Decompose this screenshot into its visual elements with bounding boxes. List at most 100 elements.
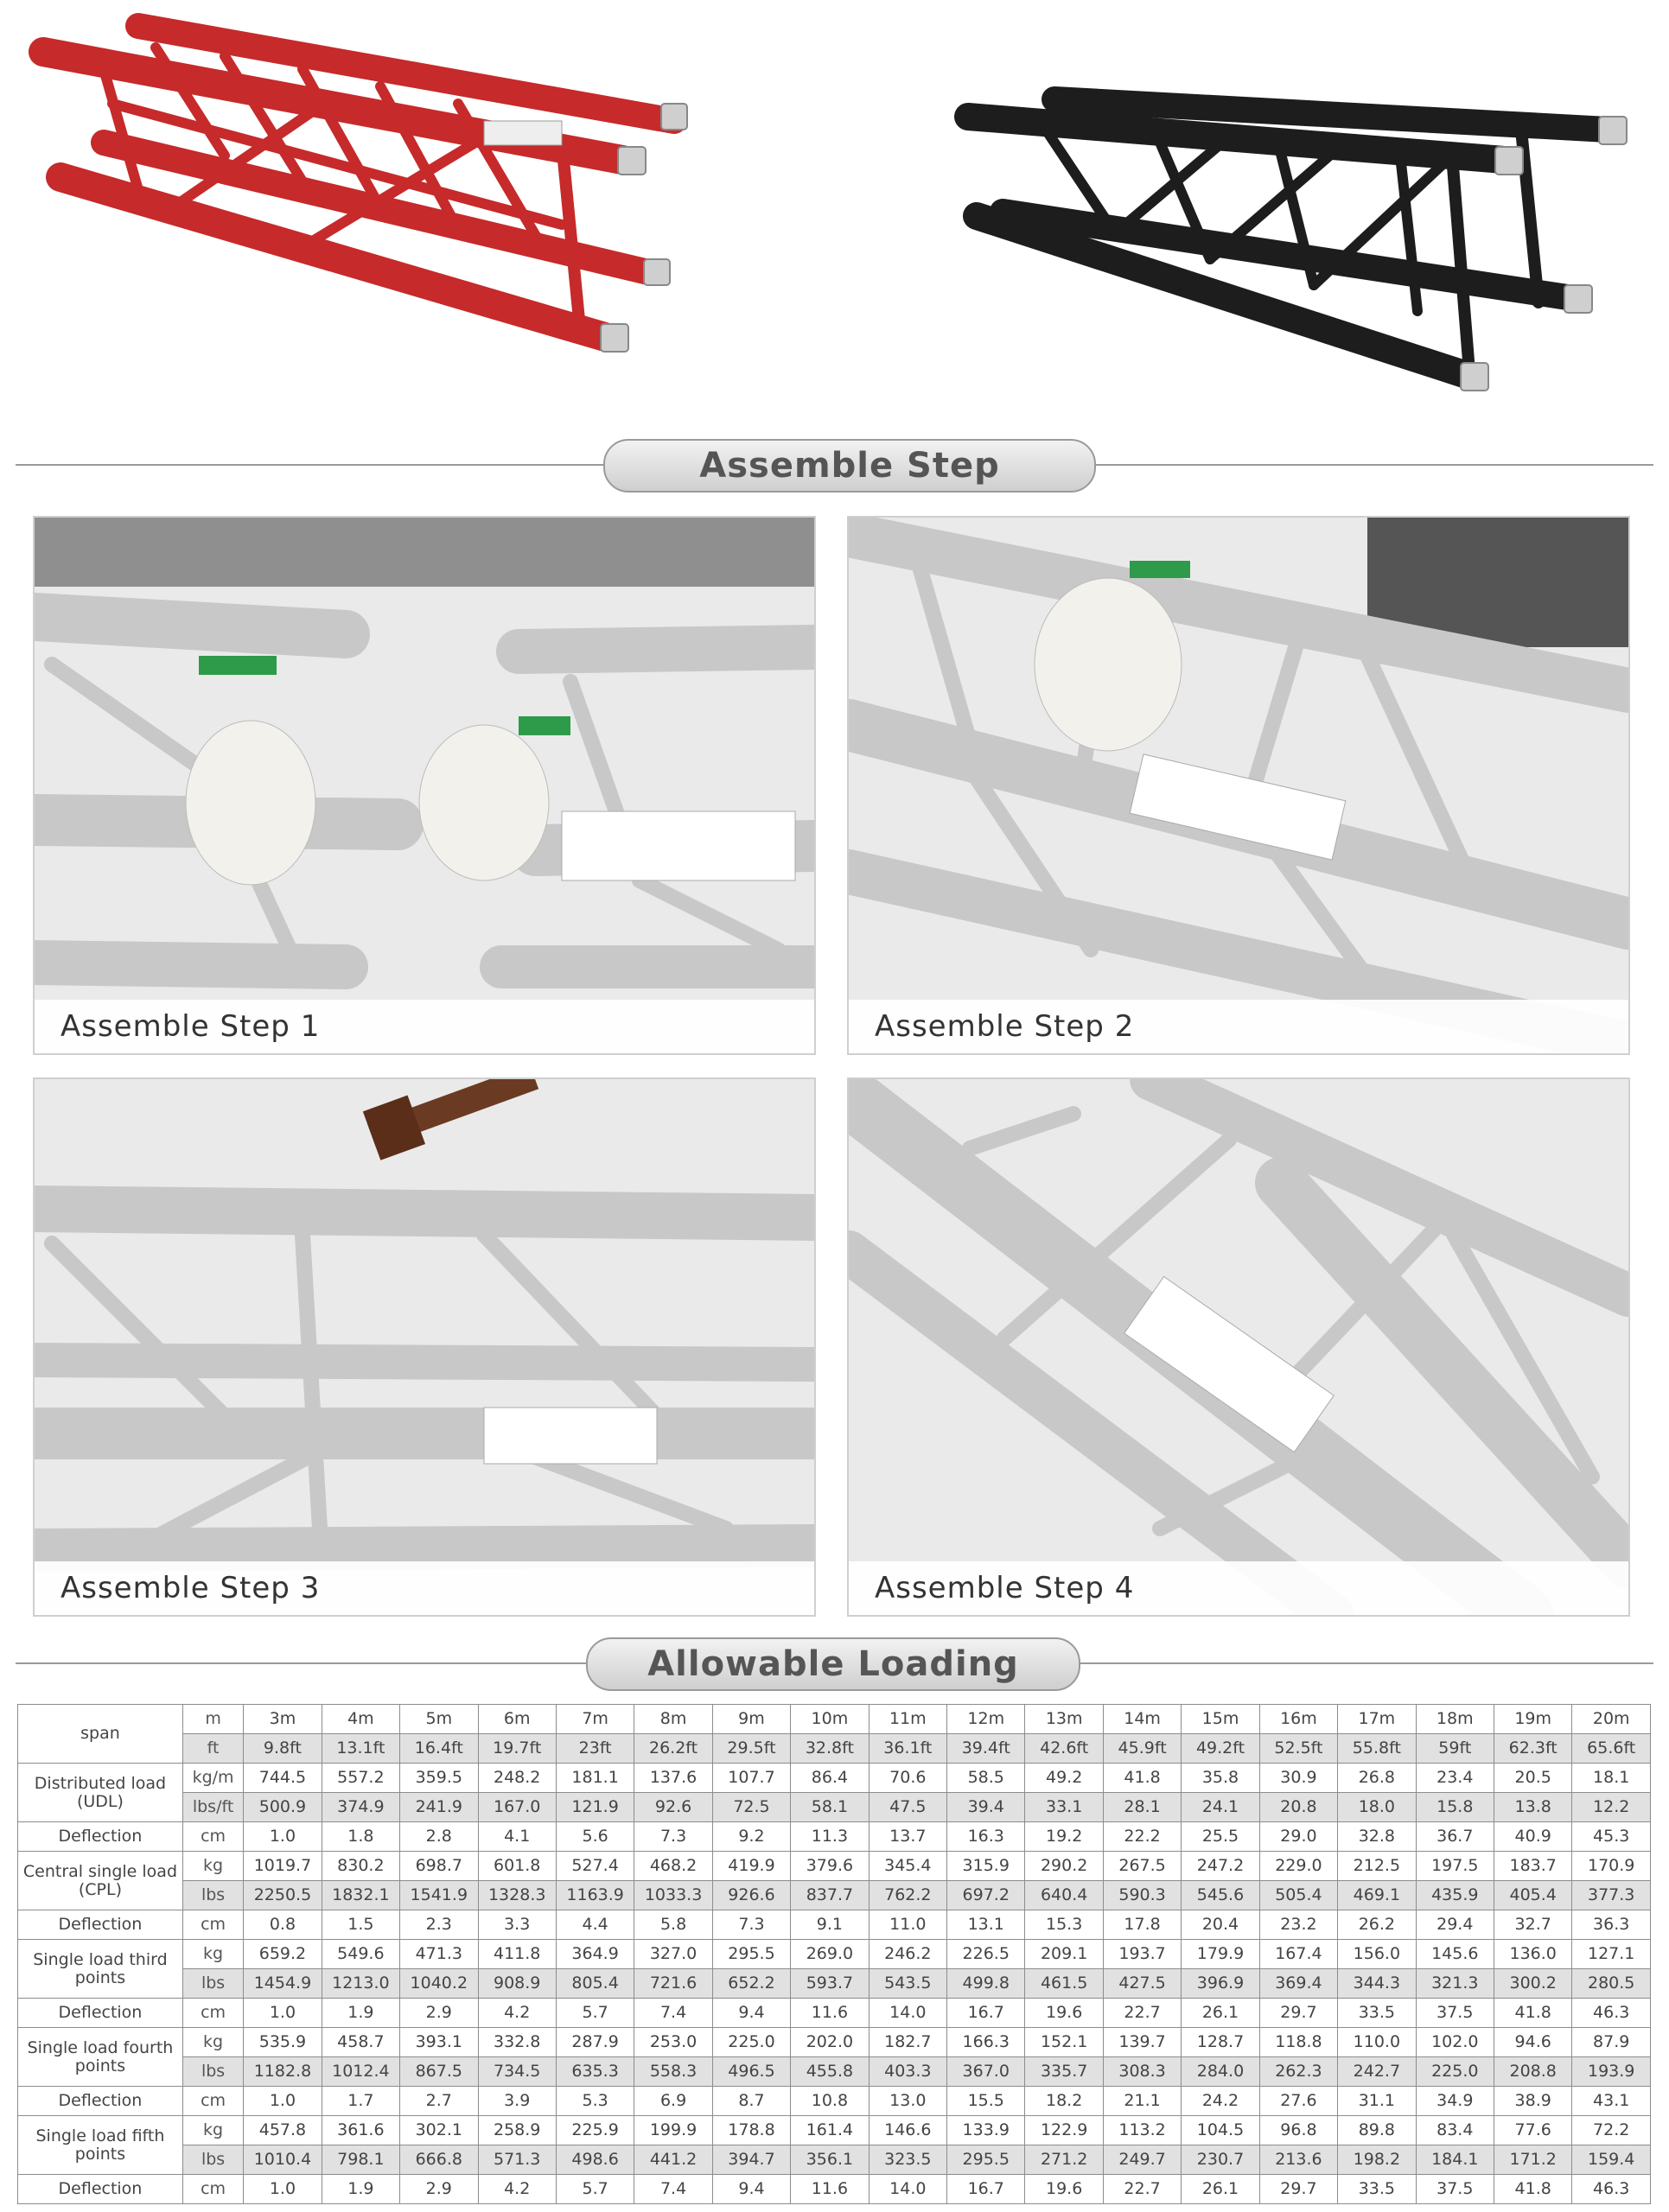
value-cell: 300.2 xyxy=(1493,1968,1573,1999)
span-ft-cell: 59ft xyxy=(1415,1733,1494,1764)
value-cell: 295.5 xyxy=(711,1939,792,1969)
value-cell: 2.3 xyxy=(399,1910,479,1940)
value-cell: 543.5 xyxy=(868,1968,948,1999)
value-cell: 590.3 xyxy=(1102,1880,1182,1910)
value-cell: 427.5 xyxy=(1102,1968,1182,1999)
value-cell: 377.3 xyxy=(1571,1880,1651,1910)
value-cell: 213.6 xyxy=(1258,2145,1339,2175)
value-cell: 0.8 xyxy=(243,1910,322,1940)
value-cell: 32.8 xyxy=(1337,1821,1417,1852)
value-cell: 19.2 xyxy=(1024,1821,1104,1852)
value-cell: 635.3 xyxy=(555,2056,635,2087)
value-cell: 181.1 xyxy=(555,1763,635,1793)
value-cell: 396.9 xyxy=(1181,1968,1260,1999)
unit-cell: lbs xyxy=(182,2056,245,2087)
value-cell: 26.8 xyxy=(1337,1763,1417,1793)
value-cell: 128.7 xyxy=(1181,2027,1260,2057)
span-m-cell: 9m xyxy=(711,1704,792,1734)
value-cell: 171.2 xyxy=(1493,2145,1573,2175)
value-cell: 15.3 xyxy=(1024,1910,1104,1940)
value-cell: 18.2 xyxy=(1024,2086,1104,2116)
value-cell: 89.8 xyxy=(1337,2115,1417,2145)
span-ft-cell: 16.4ft xyxy=(399,1733,479,1764)
red-truss-illustration xyxy=(29,13,688,353)
value-cell: 1163.9 xyxy=(555,1880,635,1910)
value-cell: 102.0 xyxy=(1415,2027,1494,2057)
value-cell: 545.6 xyxy=(1181,1880,1260,1910)
assemble-step-3-photo: Assemble Step 3 xyxy=(33,1077,816,1617)
value-cell: 18.1 xyxy=(1571,1763,1651,1793)
step-3-illustration xyxy=(35,1079,814,1615)
step-2-illustration xyxy=(849,518,1628,1053)
value-cell: 2250.5 xyxy=(243,1880,322,1910)
value-cell: 199.9 xyxy=(634,2115,713,2145)
value-cell: 26.2 xyxy=(1337,1910,1417,1940)
step-caption: Assemble Step 3 xyxy=(35,1561,814,1615)
value-cell: 29.4 xyxy=(1415,1910,1494,1940)
value-cell: 652.2 xyxy=(711,1968,792,1999)
value-cell: 193.9 xyxy=(1571,2056,1651,2087)
value-cell: 229.0 xyxy=(1258,1851,1339,1881)
value-cell: 16.3 xyxy=(946,1821,1026,1852)
black-truss-illustration xyxy=(954,86,1628,391)
step-caption: Assemble Step 4 xyxy=(849,1561,1628,1615)
value-cell: 5.3 xyxy=(555,2086,635,2116)
value-cell: 908.9 xyxy=(477,1968,557,1999)
value-cell: 145.6 xyxy=(1415,1939,1494,1969)
value-cell: 262.3 xyxy=(1258,2056,1339,2087)
span-m-cell: 6m xyxy=(477,1704,557,1734)
value-cell: 20.4 xyxy=(1181,1910,1260,1940)
span-ft-cell: 13.1ft xyxy=(321,1733,401,1764)
value-cell: 225.0 xyxy=(711,2027,792,2057)
value-cell: 468.2 xyxy=(634,1851,713,1881)
value-cell: 411.8 xyxy=(477,1939,557,1969)
value-cell: 46.3 xyxy=(1571,2174,1651,2204)
value-cell: 359.5 xyxy=(399,1763,479,1793)
value-cell: 49.2 xyxy=(1024,1763,1104,1793)
value-cell: 36.7 xyxy=(1415,1821,1494,1852)
value-cell: 161.4 xyxy=(790,2115,870,2145)
value-cell: 7.3 xyxy=(711,1910,792,1940)
value-cell: 32.7 xyxy=(1493,1910,1573,1940)
value-cell: 40.9 xyxy=(1493,1821,1573,1852)
value-cell: 29.7 xyxy=(1258,2174,1339,2204)
value-cell: 1.0 xyxy=(243,2174,322,2204)
value-cell: 2.9 xyxy=(399,1998,479,2028)
value-cell: 345.4 xyxy=(868,1851,948,1881)
value-cell: 698.7 xyxy=(399,1851,479,1881)
value-cell: 23.2 xyxy=(1258,1910,1339,1940)
value-cell: 356.1 xyxy=(790,2145,870,2175)
value-cell: 457.8 xyxy=(243,2115,322,2145)
value-cell: 344.3 xyxy=(1337,1968,1417,1999)
value-cell: 558.3 xyxy=(634,2056,713,2087)
value-cell: 26.1 xyxy=(1181,2174,1260,2204)
deflection-label: Deflection xyxy=(17,1821,183,1852)
value-cell: 16.7 xyxy=(946,1998,1026,2028)
span-m-cell: 10m xyxy=(790,1704,870,1734)
value-cell: 198.2 xyxy=(1337,2145,1417,2175)
value-cell: 14.0 xyxy=(868,2174,948,2204)
value-cell: 3.3 xyxy=(477,1910,557,1940)
value-cell: 77.6 xyxy=(1493,2115,1573,2145)
value-cell: 593.7 xyxy=(790,1968,870,1999)
value-cell: 805.4 xyxy=(555,1968,635,1999)
span-ft-cell: 55.8ft xyxy=(1337,1733,1417,1764)
value-cell: 1.7 xyxy=(321,2086,401,2116)
value-cell: 659.2 xyxy=(243,1939,322,1969)
value-cell: 327.0 xyxy=(634,1939,713,1969)
span-m-cell: 11m xyxy=(868,1704,948,1734)
span-ft-cell: 62.3ft xyxy=(1493,1733,1573,1764)
value-cell: 170.9 xyxy=(1571,1851,1651,1881)
value-cell: 734.5 xyxy=(477,2056,557,2087)
value-cell: 394.7 xyxy=(711,2145,792,2175)
value-cell: 167.0 xyxy=(477,1792,557,1822)
value-cell: 379.6 xyxy=(790,1851,870,1881)
value-cell: 136.0 xyxy=(1493,1939,1573,1969)
unit-cell: lbs xyxy=(182,1880,245,1910)
value-cell: 535.9 xyxy=(243,2027,322,2057)
value-cell: 640.4 xyxy=(1024,1880,1104,1910)
